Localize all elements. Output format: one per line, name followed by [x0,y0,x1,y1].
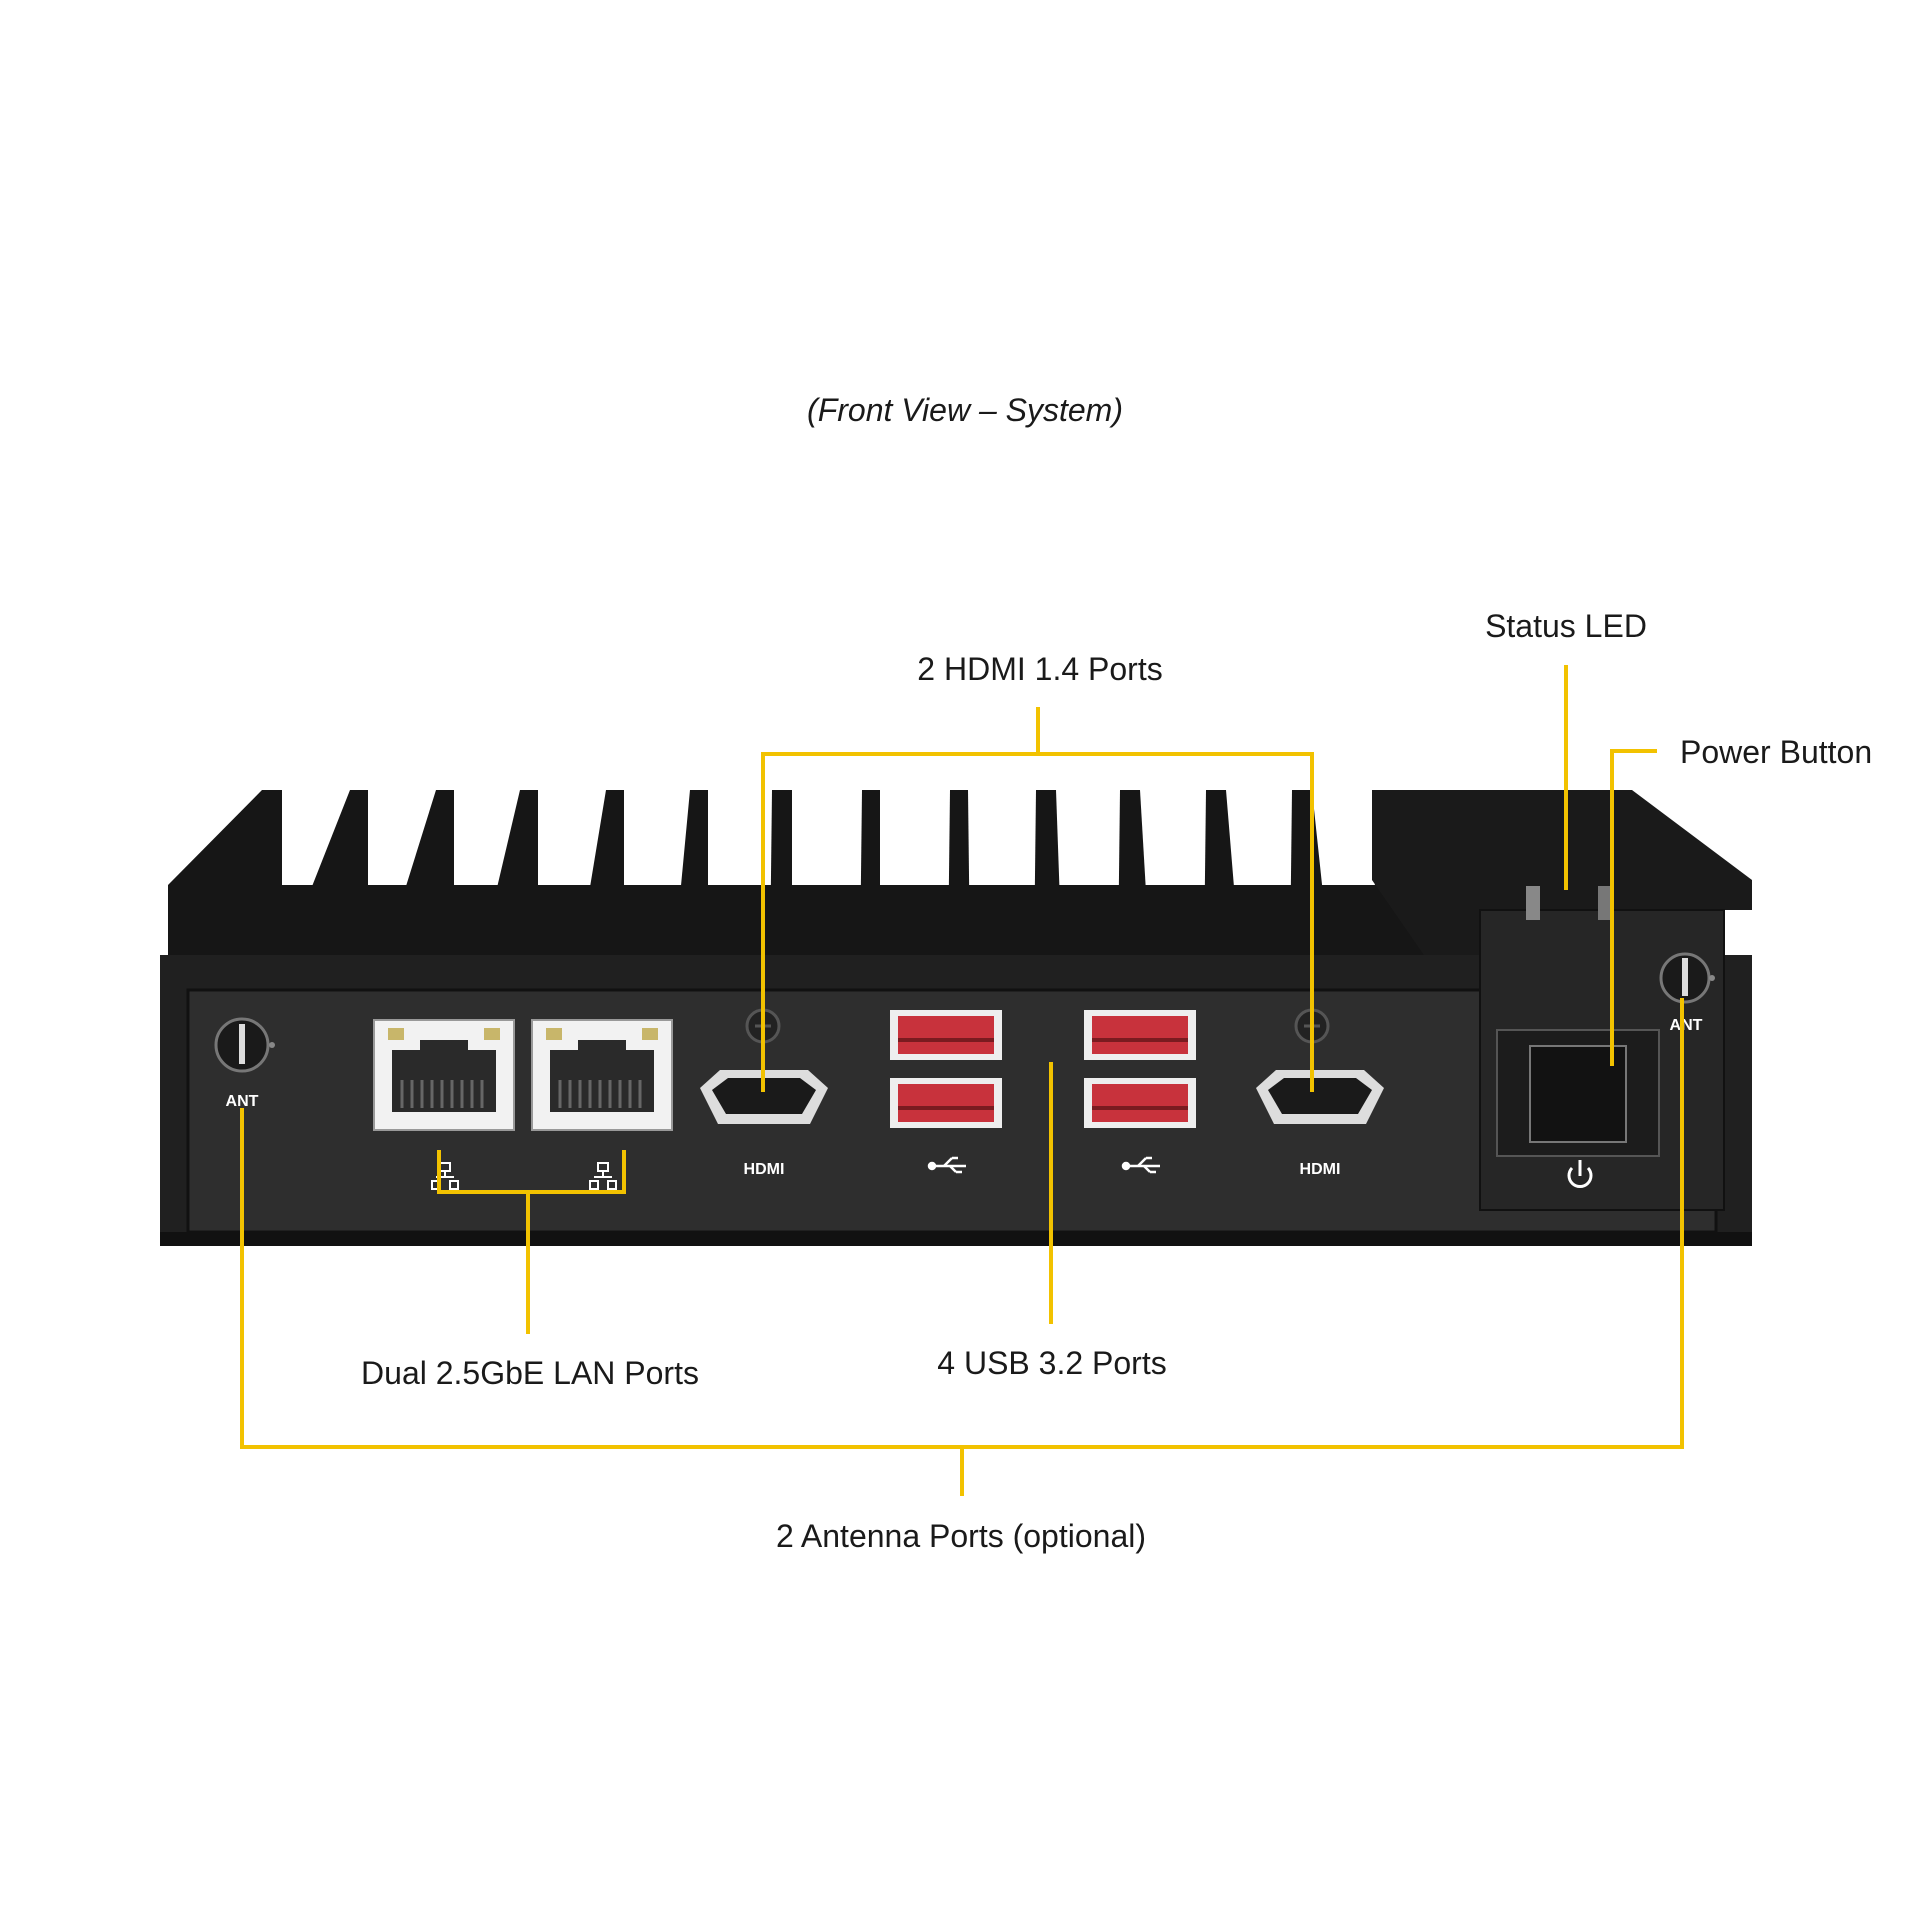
antenna-port-left[interactable] [214,1017,275,1073]
hdmi-label-right: HDMI [1300,1161,1341,1178]
heatsink-fins [168,790,1478,965]
hdmi-label-left: HDMI [744,1161,785,1178]
usb-port[interactable] [1084,1010,1196,1060]
usb-port[interactable] [890,1078,1002,1128]
lan-leader [437,1150,626,1194]
upper-right-housing [1372,790,1752,990]
device: ANT [160,790,1752,1246]
usb-callout: 4 USB 3.2 Ports [937,1345,1166,1381]
network-icon [589,1162,617,1190]
usb-icon [927,1156,966,1174]
lan-port-1[interactable] [373,1019,515,1131]
status-led-2 [1598,886,1612,920]
power-button-callout: Power Button [1680,734,1872,770]
usb-port[interactable] [890,1010,1002,1060]
leader-lines [240,665,1684,1496]
hdmi-port-left[interactable] [700,1070,828,1124]
hdmi-callout: 2 HDMI 1.4 Ports [917,651,1162,687]
power-button-leader [1610,749,1657,1066]
diagram-caption: (Front View – System) [807,392,1123,428]
antenna-port-right[interactable] [1659,952,1715,1004]
usb-icon [1121,1156,1160,1174]
status-led [1526,886,1540,920]
power-icon [1567,1160,1593,1188]
status-led-callout: Status LED [1485,608,1647,644]
lan-port-2[interactable] [531,1019,673,1131]
hdmi-port-right[interactable] [1256,1070,1384,1124]
antenna-callout: 2 Antenna Ports (optional) [776,1518,1146,1554]
ant-label-right: ANT [1670,1017,1703,1034]
ant-label-left: ANT [226,1093,259,1110]
usb-port[interactable] [1084,1078,1196,1128]
bottom-rail [160,1232,1752,1246]
lan-callout: Dual 2.5GbE LAN Ports [361,1355,699,1391]
